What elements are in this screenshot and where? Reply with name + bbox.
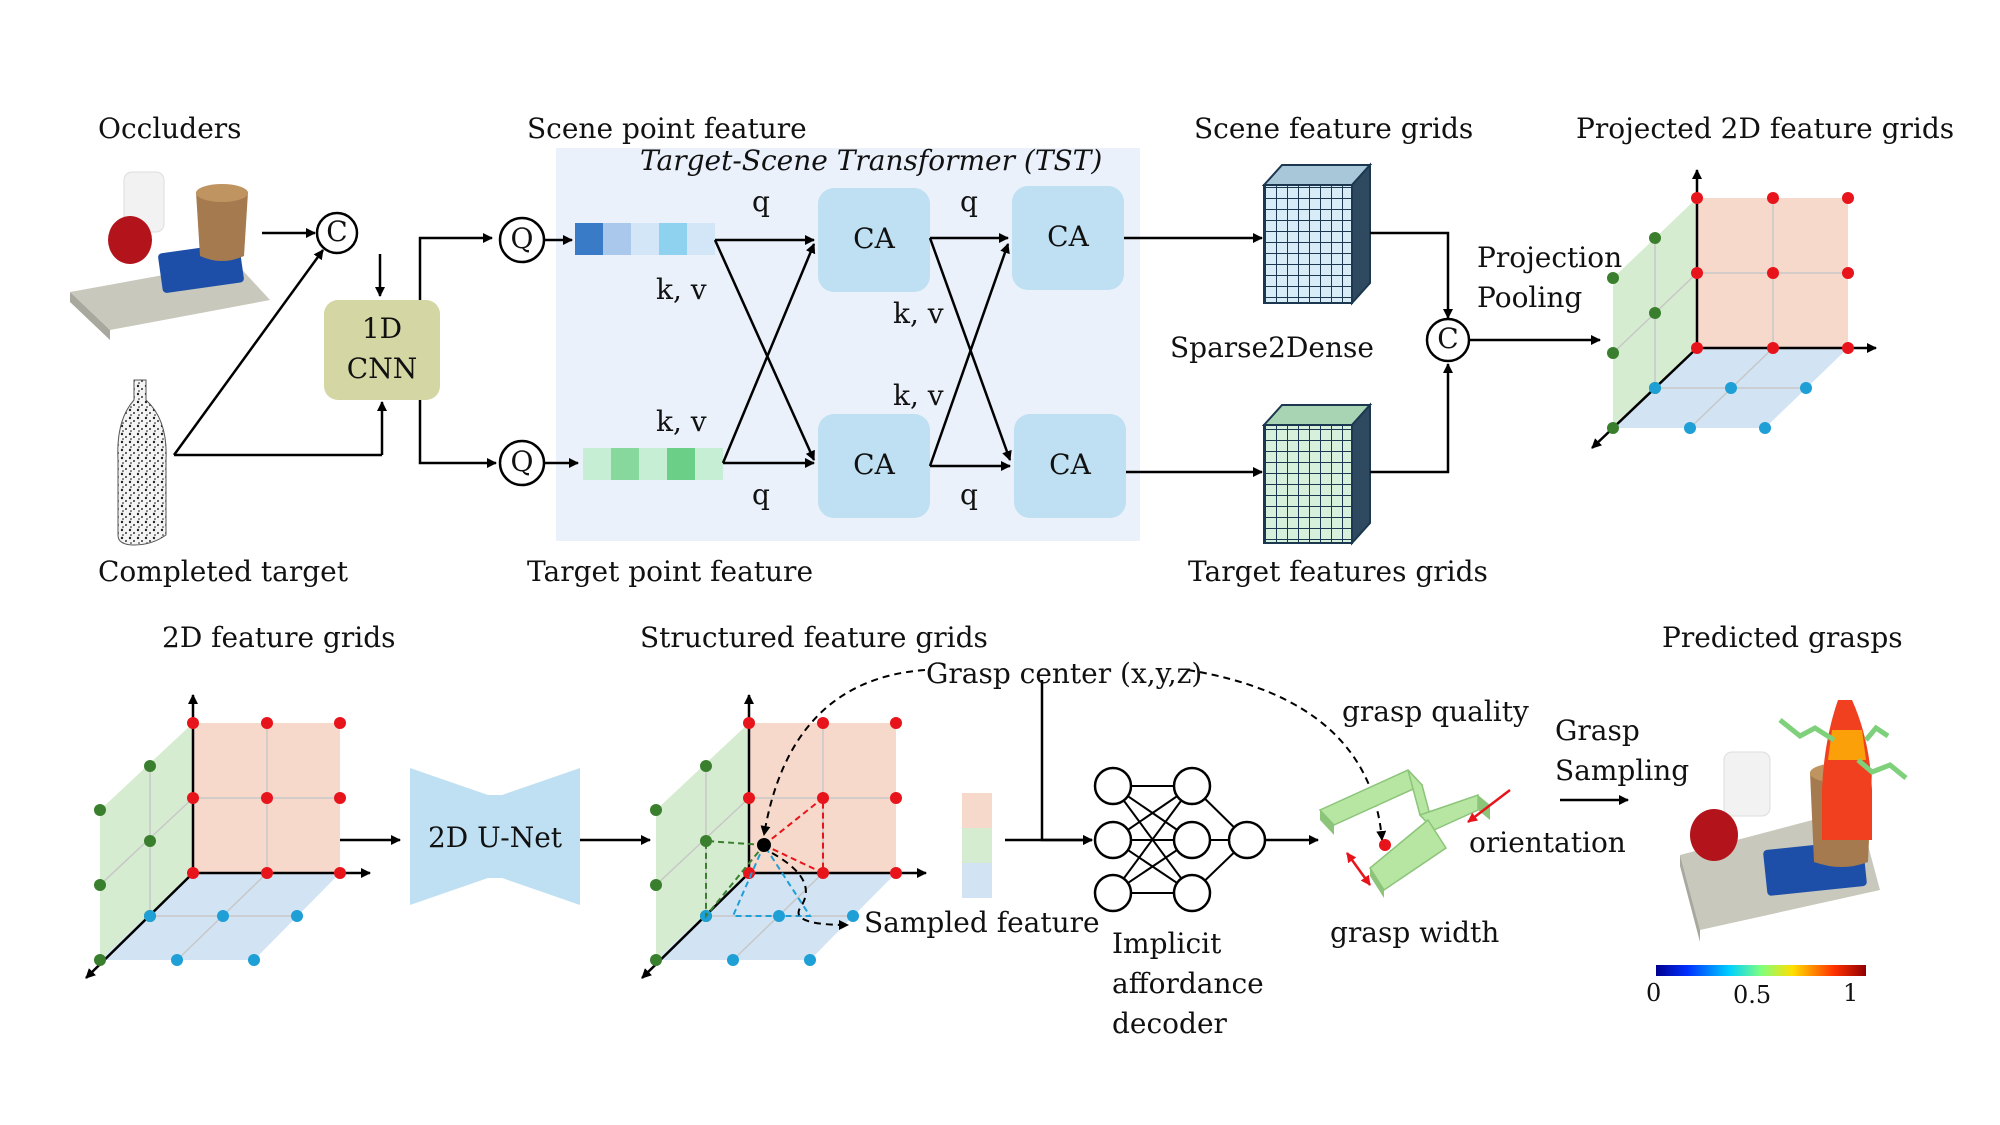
concat-symbol-right: C xyxy=(1437,322,1459,355)
grasp-quality-label: grasp quality xyxy=(1342,695,1529,728)
colorbar-tick-0: 0 xyxy=(1646,979,1662,1007)
grasp-sampling-line1: Grasp xyxy=(1555,714,1640,747)
sampled-feature-vector xyxy=(962,793,992,898)
target-features-grids-label: Target features grids xyxy=(1188,555,1488,588)
unet-block xyxy=(410,768,580,905)
cnn-block xyxy=(324,300,440,400)
gripper-icon xyxy=(1318,769,1490,898)
target-point-feature-label: Target point feature xyxy=(527,555,814,588)
query-symbol-scene: Q xyxy=(510,222,534,255)
ca-block-1 xyxy=(818,188,930,292)
concat-node-top xyxy=(315,211,359,255)
kv-label-2: k, v xyxy=(656,405,707,438)
query-symbol-target: Q xyxy=(510,445,534,478)
occluders-image xyxy=(70,171,270,340)
cnn-label-line1: 1D xyxy=(361,312,403,345)
tst-title: Target-Scene Transformer (TST) xyxy=(640,144,1103,177)
implicit-decoder-network xyxy=(1093,766,1267,913)
occluders-label: Occluders xyxy=(98,112,242,145)
colorbar-tick-1: 1 xyxy=(1843,979,1859,1007)
q-label-4: q xyxy=(960,478,978,511)
target-token-strip xyxy=(583,448,723,480)
cnn-label-line2: CNN xyxy=(346,352,418,385)
colorbar xyxy=(1656,965,1866,976)
ca-label-1: CA xyxy=(853,222,895,255)
pooling-label: Pooling xyxy=(1477,281,1583,314)
projected-2d-grids-plot xyxy=(1591,169,1877,449)
q-label-3: q xyxy=(960,185,978,218)
ca-block-4 xyxy=(1014,414,1126,518)
structured-grids-label: Structured feature grids xyxy=(640,621,988,654)
projected-2d-grids-label: Projected 2D feature grids xyxy=(1576,112,1955,145)
kv-label-4: k, v xyxy=(893,379,944,412)
completed-target-bottle xyxy=(117,379,167,546)
decoder-label-line2: affordance xyxy=(1112,967,1264,1000)
predicted-grasps-image xyxy=(1680,700,1908,942)
orientation-label: orientation xyxy=(1469,826,1626,859)
unet-label: 2D U-Net xyxy=(427,821,563,854)
projection-label: Projection xyxy=(1477,241,1623,274)
target-feature-cube xyxy=(1261,402,1373,546)
kv-label-1: k, v xyxy=(656,273,707,306)
scene-feature-cube xyxy=(1261,162,1373,306)
q-label-2: q xyxy=(752,478,770,511)
feature-grids-2d-label: 2D feature grids xyxy=(162,621,396,654)
sampled-feature-label: Sampled feature xyxy=(864,906,1100,939)
predicted-grasps-label: Predicted grasps xyxy=(1662,621,1903,654)
ca-block-3 xyxy=(818,414,930,518)
decoder-label-line1: Implicit xyxy=(1112,927,1222,960)
grasp-width-label: grasp width xyxy=(1330,916,1500,949)
ca-label-4: CA xyxy=(1049,448,1091,481)
concat-symbol-top: C xyxy=(326,215,348,248)
decoder-label-line3: decoder xyxy=(1112,1007,1227,1040)
sparse2dense-label: Sparse2Dense xyxy=(1170,331,1374,364)
q-label-1: q xyxy=(752,185,770,218)
ca-label-2: CA xyxy=(1047,220,1089,253)
scene-point-feature-label: Scene point feature xyxy=(527,112,807,145)
grasp-sampling-line2: Sampling xyxy=(1555,754,1690,787)
ca-block-2 xyxy=(1012,186,1124,290)
scene-token-strip xyxy=(575,223,715,255)
grasp-center-label: Grasp center (x,y,z) xyxy=(926,657,1203,690)
ca-label-3: CA xyxy=(853,448,895,481)
completed-target-label: Completed target xyxy=(98,555,349,588)
kv-label-3: k, v xyxy=(893,297,944,330)
scene-feature-grids-label: Scene feature grids xyxy=(1194,112,1474,145)
colorbar-tick-mid: 0.5 xyxy=(1733,981,1772,1009)
feature-grids-2d-plot xyxy=(85,694,371,979)
